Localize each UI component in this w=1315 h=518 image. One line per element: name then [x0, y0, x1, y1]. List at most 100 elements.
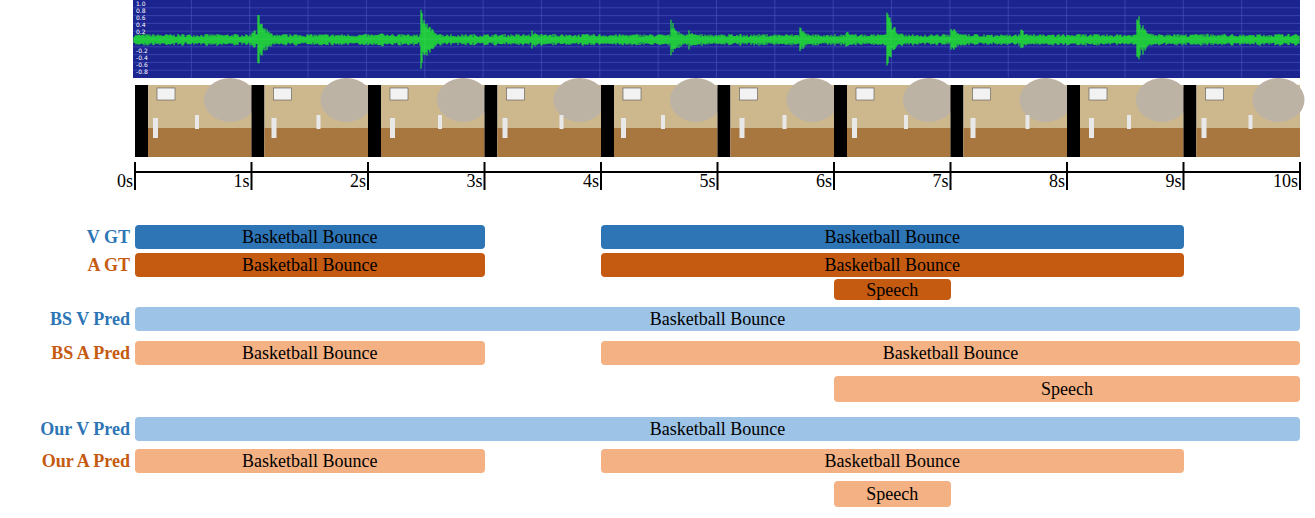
event-bar: Speech — [834, 376, 1300, 402]
frame-border — [834, 85, 847, 157]
row-label: Our V Pred — [40, 420, 130, 438]
backboard — [1206, 88, 1224, 100]
player — [503, 118, 508, 138]
axis-tick — [367, 162, 369, 190]
video-frame — [834, 78, 955, 157]
player — [560, 115, 564, 129]
axis-tick — [833, 162, 835, 190]
video-frame — [718, 78, 839, 157]
player — [1249, 115, 1253, 129]
axis-tick — [1183, 162, 1185, 190]
player — [153, 118, 158, 138]
frame-border — [601, 85, 614, 157]
audio-waveform — [133, 0, 1300, 78]
time-tick-label: 5s — [699, 172, 715, 190]
event-label: Speech — [1041, 380, 1093, 398]
gym-floor — [1197, 128, 1301, 157]
axis-tick — [717, 162, 719, 190]
gym-floor — [148, 128, 252, 157]
time-tick-label: 0s — [117, 172, 133, 190]
balloon — [204, 78, 256, 122]
time-tick-label: 3s — [466, 172, 482, 190]
backboard — [973, 88, 991, 100]
frame-border — [1184, 85, 1197, 157]
event-bar: Basketball Bounce — [135, 307, 1300, 331]
player — [621, 118, 626, 138]
balloon — [437, 78, 489, 122]
event-label: Basketball Bounce — [825, 256, 960, 274]
gym-floor — [498, 128, 602, 157]
time-tick-label: 10s — [1273, 172, 1298, 190]
event-label: Speech — [866, 485, 918, 503]
video-frame — [135, 78, 256, 157]
amplitude-value: -0.2 — [136, 48, 148, 54]
amplitude-value: 0.2 — [136, 29, 146, 35]
backboard — [390, 88, 408, 100]
event-label: Basketball Bounce — [242, 452, 377, 470]
balloon — [670, 78, 722, 122]
row-label: V GT — [87, 228, 130, 246]
gym-floor — [1080, 128, 1184, 157]
amplitude-value: -0.8 — [136, 69, 148, 75]
player — [1127, 115, 1131, 129]
player — [852, 118, 857, 138]
row-label: Our A Pred — [42, 452, 130, 470]
amplitude-value: 0.8 — [136, 8, 146, 14]
row-label: BS A Pred — [51, 344, 130, 362]
event-label: Basketball Bounce — [650, 420, 785, 438]
time-tick-label: 7s — [932, 172, 948, 190]
player — [904, 115, 908, 129]
gym-floor — [614, 128, 718, 157]
balloon — [787, 78, 839, 122]
axis-tick — [1299, 162, 1301, 190]
axis-tick — [950, 162, 952, 190]
video-frame — [1184, 78, 1305, 157]
video-frame — [1067, 78, 1188, 157]
balloon — [1136, 78, 1188, 122]
player — [740, 118, 745, 138]
player — [438, 115, 442, 129]
balloon — [903, 78, 955, 122]
waveform-background — [133, 0, 1300, 78]
player — [1089, 118, 1094, 138]
player — [390, 118, 395, 138]
balloon — [321, 78, 373, 122]
time-tick-label: 6s — [816, 172, 832, 190]
event-bar: Basketball Bounce — [135, 449, 485, 473]
frame-border — [368, 85, 381, 157]
frame-border — [485, 85, 498, 157]
waveform-trace — [134, 10, 1299, 69]
event-label: Basketball Bounce — [242, 228, 377, 246]
time-tick-label: 4s — [583, 172, 599, 190]
player — [1202, 118, 1207, 138]
gym-floor — [964, 128, 1068, 157]
backboard — [856, 88, 874, 100]
video-frame — [368, 78, 489, 157]
axis-tick — [600, 162, 602, 190]
event-bar: Basketball Bounce — [601, 253, 1184, 277]
player — [272, 118, 277, 138]
frame-border — [718, 85, 731, 157]
frame-border — [1067, 85, 1080, 157]
frame-border — [135, 85, 148, 157]
video-frames — [135, 78, 1305, 157]
time-tick-label: 9s — [1165, 172, 1181, 190]
row-label: A GT — [87, 256, 130, 274]
event-label: Basketball Bounce — [883, 344, 1018, 362]
balloon — [1253, 78, 1305, 122]
video-frame — [485, 78, 606, 157]
axis-tick — [1066, 162, 1068, 190]
backboard — [274, 88, 292, 100]
event-label: Basketball Bounce — [825, 228, 960, 246]
event-bar: Basketball Bounce — [601, 225, 1184, 249]
gym-floor — [847, 128, 951, 157]
player — [195, 115, 199, 129]
time-axis — [135, 162, 1300, 190]
event-bar: Speech — [834, 481, 951, 507]
time-tick-label: 2s — [350, 172, 366, 190]
event-bar: Basketball Bounce — [601, 341, 1300, 365]
event-bar: Basketball Bounce — [135, 225, 485, 249]
amplitude-value: 0.6 — [136, 15, 146, 21]
player — [783, 115, 787, 129]
